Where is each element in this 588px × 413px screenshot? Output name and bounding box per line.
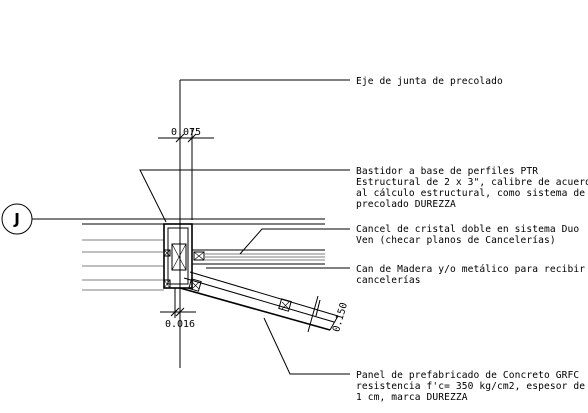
bastidor-leader — [139, 169, 350, 223]
annotation-panel-line: resistencia f'c= 350 kg/cm2, espesor de — [356, 381, 585, 392]
annotation-can-line: Can de Madera y/o metálico para recibir — [356, 263, 585, 275]
grid-bubble: J — [1, 203, 33, 235]
dimension-top-label: 0.075 — [171, 127, 201, 138]
dimension-top: 0.075 — [158, 127, 214, 220]
annotation-panel: Panel de prefabricado de Concreto GRFC r… — [356, 370, 585, 403]
annotation-panel-line: 1 cm, marca DUREZZA — [356, 392, 468, 403]
dimension-diagonal: 0.150 — [307, 295, 350, 333]
annotation-bastidor: Bastidor a base de perfiles PTR Estructu… — [356, 166, 588, 210]
annotation-bastidor-line: Bastidor a base de perfiles PTR — [356, 166, 538, 177]
annotation-cancel-line: Ven (checar planos de Cancelerías) — [356, 234, 556, 246]
annotation-panel-line: Panel de prefabricado de Concreto GRFC — [356, 370, 579, 381]
annotation-eje: Eje de junta de precolado — [356, 76, 503, 87]
annotation-cancel: Cancel de cristal doble en sistema Duo V… — [356, 224, 579, 246]
cancel-glass — [192, 249, 325, 265]
annotation-cancel-line: Cancel de cristal doble en sistema Duo — [356, 224, 579, 235]
annotation-bastidor-line: Estructural de 2 x 3", calibre de acuerd… — [356, 177, 588, 188]
cancel-leader — [239, 228, 350, 255]
dimension-diagonal-label: 0.150 — [331, 301, 350, 333]
annotation-bastidor-line: al cálculo estructural, como sistema de — [356, 187, 585, 199]
panel-leader — [263, 317, 350, 375]
annotation-can: Can de Madera y/o metálico para recibir … — [356, 263, 585, 286]
grid-bubble-label: J — [13, 210, 20, 228]
dimension-bottom: 0.016 — [160, 288, 196, 330]
slab-lines — [82, 223, 325, 291]
annotation-can-line: cancelerías — [356, 274, 421, 286]
ptr-frame — [163, 223, 193, 289]
dimension-bottom-label: 0.016 — [165, 319, 195, 330]
inclined-panel — [179, 271, 339, 331]
annotation-bastidor-line: precolado DUREZZA — [356, 199, 456, 210]
